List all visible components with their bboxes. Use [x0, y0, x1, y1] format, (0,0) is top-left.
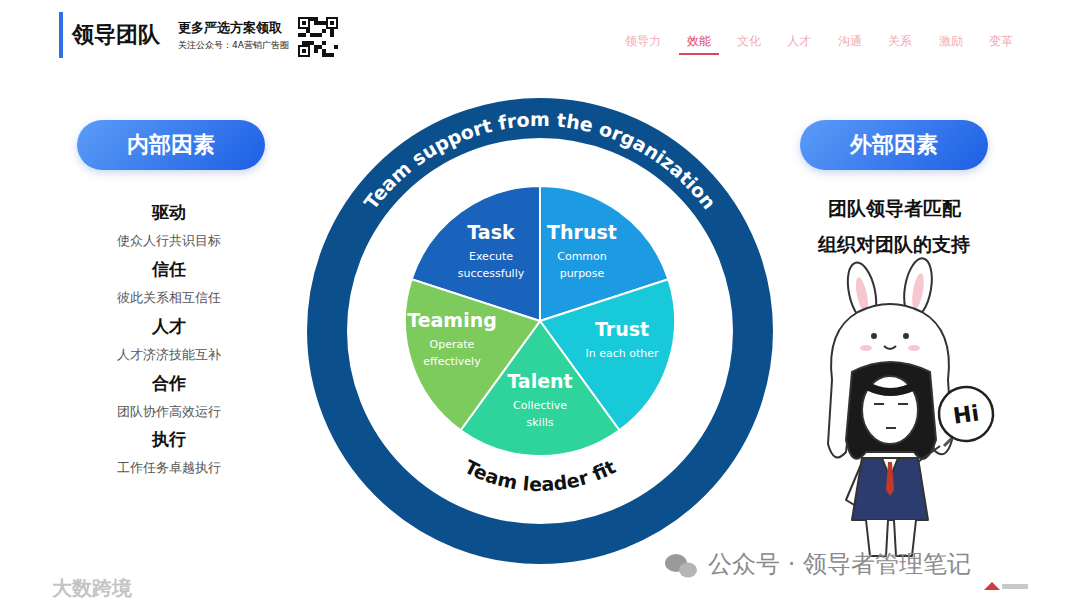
- slice-text: Trust In each other: [572, 318, 672, 362]
- slice-desc: Collective skills: [501, 397, 579, 432]
- factor-desc: 工作任务卓越执行: [117, 460, 221, 476]
- watermark: 公众号 · 领导者管理笔记: [708, 550, 971, 579]
- qr-code: [298, 17, 338, 57]
- ring-subtitle: Team leader fit: [461, 455, 619, 495]
- nav-item: 人才: [787, 34, 811, 48]
- slice-text: ThrustCommon purpose: [532, 221, 632, 283]
- pill-text: 外部因素: [850, 130, 938, 160]
- slice-text: TeamingOperate effectively: [402, 309, 502, 371]
- slice-desc: Operate effectively: [413, 336, 491, 371]
- factor-desc: 人才济济技能互补: [117, 347, 221, 363]
- slice-title: Talent: [490, 370, 590, 393]
- slice-text: TaskExecute successfully: [441, 221, 541, 283]
- factor-desc: 彼此关系相互信任: [117, 290, 221, 306]
- page-title: 领导团队: [72, 22, 160, 48]
- factor-heading: 执行: [152, 429, 186, 449]
- slice-title: Task: [441, 221, 541, 244]
- nav-item: 文化: [737, 34, 761, 48]
- factor-heading: 驱动: [152, 202, 186, 222]
- nav-item: 激励: [939, 34, 963, 48]
- factor-heading: 信任: [152, 259, 186, 279]
- nav-item: 关系: [888, 34, 912, 48]
- nav-item: 领导力: [625, 34, 661, 48]
- factor-pill: 外部因素: [800, 120, 988, 170]
- slice-title: Trust: [572, 318, 672, 341]
- slice-text: TalentCollective skills: [490, 370, 590, 432]
- factor-text: 团队领导者匹配: [828, 197, 961, 220]
- pill-text: 内部因素: [127, 130, 215, 160]
- hi-sign: Hi: [932, 380, 1000, 448]
- promo-text: 更多严选方案领取: [178, 20, 282, 36]
- wechat-icon: [665, 554, 697, 578]
- logo-mark: [984, 582, 1028, 590]
- support-ring: Team support from the organizationTeam l…: [307, 98, 773, 564]
- cartoon-girl: [828, 256, 958, 556]
- nav-item: 效能: [687, 34, 711, 48]
- sign-text: Hi: [951, 400, 980, 428]
- factor-heading: 人才: [152, 316, 186, 336]
- factor-text: 组织对团队的支持: [818, 233, 970, 256]
- slice-desc: Execute successfully: [452, 248, 530, 283]
- slice-desc: In each other: [583, 345, 661, 363]
- slice-title: Teaming: [402, 309, 502, 332]
- factor-pill: 内部因素: [77, 120, 265, 170]
- slice-desc: Common purpose: [543, 248, 621, 283]
- nav-item: 沟通: [838, 34, 862, 48]
- watermark: 大数跨境: [52, 576, 132, 600]
- factor-heading: 合作: [152, 373, 186, 393]
- nav-underline: [679, 53, 719, 55]
- factor-desc: 团队协作高效运行: [117, 404, 221, 420]
- promo-text: 关注公众号：4A营销广告圈: [178, 40, 289, 51]
- slice-title: Thrust: [532, 221, 632, 244]
- nav-item: 变革: [989, 34, 1013, 48]
- accent-bar: [59, 12, 63, 58]
- factor-desc: 使众人行共识目标: [117, 233, 221, 249]
